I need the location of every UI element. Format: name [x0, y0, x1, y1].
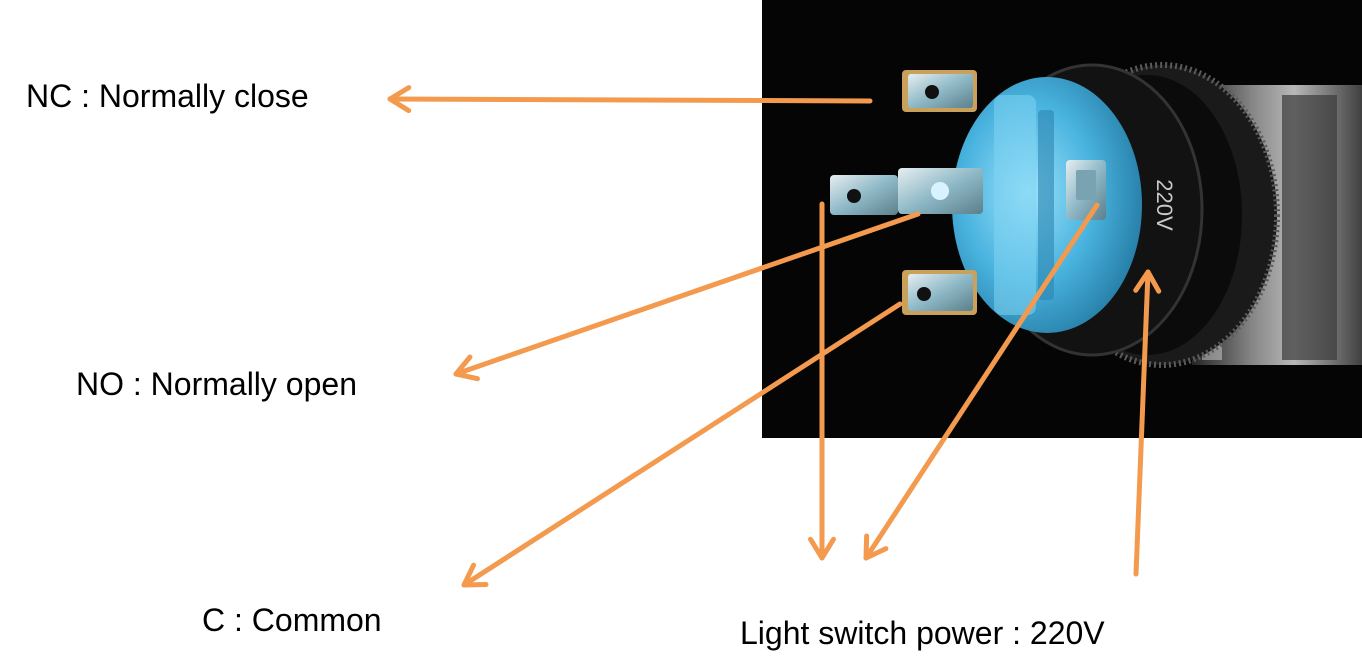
terminal-lamp-left	[830, 175, 898, 215]
switch-photo: 220V	[762, 0, 1362, 438]
terminal-nc	[902, 70, 977, 112]
illuminated-cap	[952, 77, 1142, 333]
arrow-housing-power	[1133, 269, 1162, 577]
label-normally-open: NO : Normally open	[76, 366, 357, 402]
terminal-no	[898, 168, 983, 214]
arrow-c	[461, 301, 903, 588]
arrow-no	[453, 211, 921, 382]
terminal-c	[902, 270, 977, 315]
label-normally-close: NC : Normally close	[26, 78, 309, 114]
arrow-lamp-right	[863, 202, 1100, 561]
housing-marking: 220V	[1152, 179, 1177, 231]
arrow-lamp-left	[808, 201, 836, 561]
arrow-nc	[387, 85, 873, 114]
label-light-switch-power: Light switch power : 220V	[740, 615, 1105, 651]
label-common: C : Common	[202, 602, 382, 638]
